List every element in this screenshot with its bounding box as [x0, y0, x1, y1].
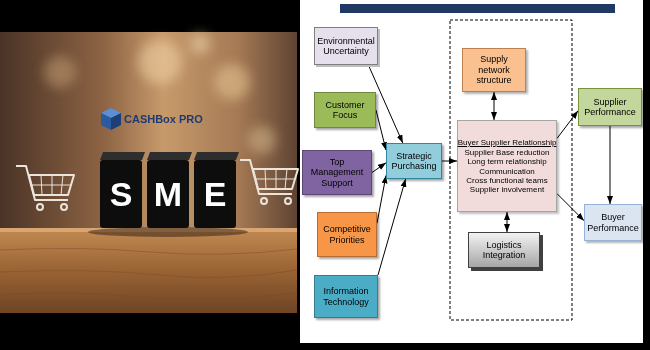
node-text: Environmental Uncertainty — [317, 36, 375, 57]
node-text: Supply network structure — [466, 54, 522, 85]
node-text: Information Technology — [318, 286, 374, 307]
outcome-box: Supplier Performance — [578, 88, 642, 126]
connector-arrow — [376, 110, 386, 150]
cart-basket — [253, 169, 298, 189]
node-text: Supplier involvement — [470, 185, 544, 194]
cart-icon — [16, 166, 74, 210]
wood-grain-line — [0, 248, 297, 254]
wood-grain — [0, 248, 297, 299]
connector-arrow — [442, 161, 457, 162]
node-text: Buyer Performance — [587, 212, 639, 233]
wood-grain-line — [0, 270, 297, 278]
cart-wheel — [37, 204, 43, 210]
block-top — [194, 152, 239, 160]
block-letter: S — [100, 174, 142, 214]
block-letter: E — [194, 174, 236, 214]
connector-arrow — [377, 175, 386, 223]
photo-background — [0, 32, 297, 313]
connector-arrow — [610, 126, 611, 204]
node-text: Competitive Priorities — [321, 224, 373, 245]
cart-icon — [240, 160, 298, 204]
node-text: Cross functional teams — [466, 176, 547, 185]
cart-wheel — [61, 204, 67, 210]
bokeh-light — [214, 64, 250, 100]
node-text: Logistics Integration — [472, 240, 536, 261]
factor-box: Customer Focus — [314, 92, 376, 128]
letter-block — [147, 160, 189, 228]
bokeh-lights — [44, 34, 276, 154]
logo-cube — [101, 108, 121, 130]
node-text: Communication — [479, 167, 535, 176]
cart-grid — [255, 169, 295, 189]
letter-blocks — [88, 152, 248, 237]
connector-arrow — [557, 194, 584, 221]
outcome-box: Buyer Performance — [584, 204, 642, 241]
process-box: Logistics Integration — [468, 232, 540, 268]
cube-face — [101, 113, 111, 130]
relationship-box: Buyer Supplier RelationshipSupplier Base… — [457, 120, 557, 212]
process-box: Strategic Purchasing — [386, 143, 442, 179]
node-text: Long term relationship — [467, 157, 546, 166]
header-bar — [340, 4, 615, 13]
wood-grain-line — [0, 293, 297, 300]
node-text: Top Management Support — [306, 157, 368, 188]
block-shadow — [88, 227, 248, 237]
diagram-panel — [300, 0, 643, 343]
block-top — [147, 152, 192, 160]
letter-block — [194, 160, 236, 228]
connector-arrow — [494, 92, 495, 120]
group-outline — [450, 20, 572, 320]
cart-wheel — [261, 198, 267, 204]
connector-arrow — [557, 111, 578, 139]
node-text: Strategic Purchasing — [390, 151, 438, 172]
bokeh-light — [190, 34, 210, 54]
cart-basket — [29, 175, 74, 195]
block-top — [100, 152, 145, 160]
cart-wheel — [285, 198, 291, 204]
connector-arrow — [507, 212, 508, 232]
wooden-table — [0, 228, 297, 313]
logo-text: CASHBox PRO — [124, 113, 203, 126]
factor-box: Top Management Support — [302, 150, 372, 195]
letter-block — [100, 160, 142, 228]
factor-box: Environmental Uncertainty — [314, 27, 378, 65]
node-text: Supplier Performance — [582, 97, 638, 118]
process-box: Supply network structure — [462, 48, 526, 92]
connector-arrow — [372, 163, 386, 173]
connector-arrow — [378, 179, 406, 275]
bokeh-light — [138, 40, 182, 84]
block-letter: M — [147, 174, 189, 214]
node-heading: Buyer Supplier Relationship — [458, 138, 557, 147]
node-text: Customer Focus — [318, 100, 372, 121]
node-text: Supplier Base reduction — [465, 148, 550, 157]
bokeh-light — [248, 126, 276, 154]
cube-face — [111, 113, 121, 130]
factor-box: Competitive Priorities — [317, 212, 377, 257]
factor-box: Information Technology — [314, 275, 378, 318]
cart-grid — [31, 175, 71, 195]
bokeh-light — [44, 56, 76, 88]
